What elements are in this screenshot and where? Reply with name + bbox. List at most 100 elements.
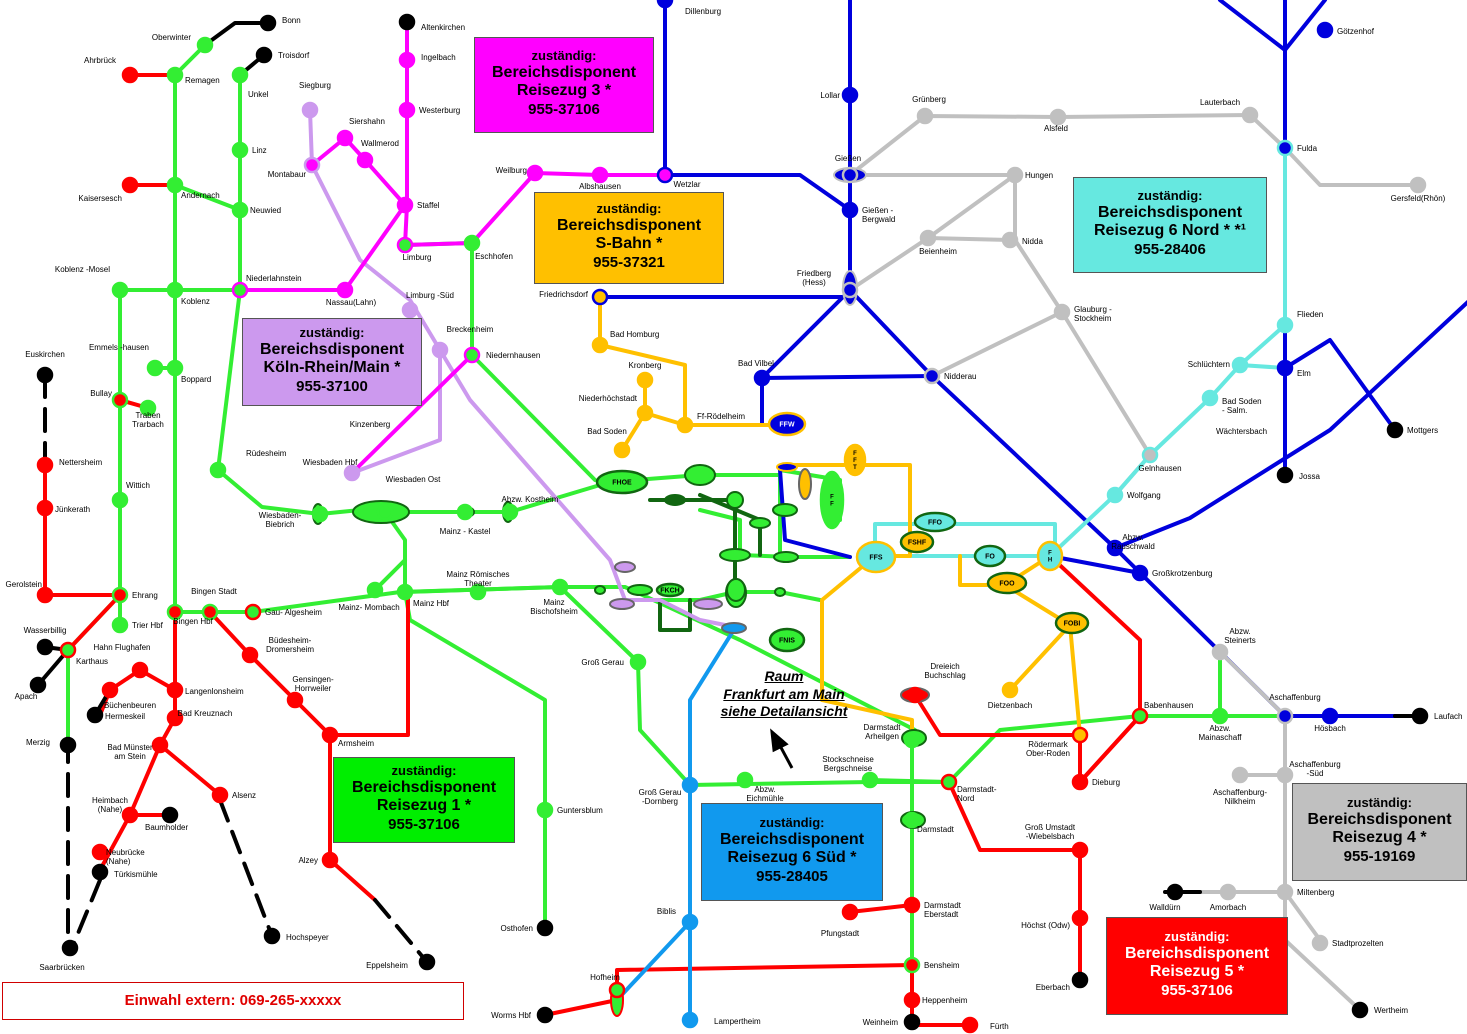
- station-dot-limburg_sued[interactable]: [401, 301, 419, 319]
- station-dot-ingelbach[interactable]: [398, 51, 416, 69]
- station-dot-nettersheim[interactable]: [36, 456, 54, 474]
- station-dot-wittich[interactable]: [111, 491, 129, 509]
- hub-node-3[interactable]: [719, 548, 751, 562]
- station-dot-euskirchen[interactable]: [36, 366, 54, 384]
- hub-node-8[interactable]: [693, 598, 723, 610]
- hub-node-ffw[interactable]: [767, 411, 807, 437]
- station-dot-gau_algesheim[interactable]: [244, 603, 262, 621]
- station-dot-darmstadt[interactable]: [903, 811, 921, 829]
- hub-node-fft[interactable]: [843, 443, 867, 477]
- station-dot-bad_soden[interactable]: [613, 441, 631, 459]
- station-dot-tuerkismuehle[interactable]: [91, 863, 109, 881]
- station-dot-hochspeyer[interactable]: [263, 927, 281, 945]
- hub-node-fshf[interactable]: [899, 530, 935, 554]
- station-dot-hahn[interactable]: [131, 661, 149, 679]
- station-dot-wiesbaden_ost[interactable]: [376, 503, 394, 521]
- station-dot-gross_gerau[interactable]: [629, 653, 647, 671]
- station-dot-ehrang[interactable]: [111, 586, 129, 604]
- hub-node-fh[interactable]: [1036, 540, 1064, 572]
- station-dot-westerburg[interactable]: [398, 101, 416, 119]
- station-dot-hofheim[interactable]: [608, 981, 626, 999]
- station-dot-wiesbaden_biebrich[interactable]: [311, 505, 329, 523]
- station-dot-mainz_hbf[interactable]: [396, 583, 414, 601]
- hub-node-ff[interactable]: [819, 470, 845, 530]
- hub-node-fo[interactable]: [973, 544, 1007, 568]
- hub-node-27[interactable]: [726, 578, 746, 602]
- station-dot-stadtprozelten[interactable]: [1311, 934, 1329, 952]
- station-dot-da_eberstadt[interactable]: [903, 896, 921, 914]
- station-dot-grosskrotzenburg[interactable]: [1131, 564, 1149, 582]
- station-dot-gelnhausen[interactable]: [1141, 446, 1159, 464]
- station-dot-bensheim[interactable]: [903, 956, 921, 974]
- frankfurt-detail-note[interactable]: Raum Frankfurt am Main siehe Detailansic…: [700, 668, 868, 721]
- hub-node-fobi[interactable]: [1054, 611, 1090, 635]
- station-dot-boppard[interactable]: [166, 359, 184, 377]
- station-dot-kaisersesch[interactable]: [121, 176, 139, 194]
- hub-node-fhoe[interactable]: [595, 469, 649, 495]
- station-dot-pfungstadt[interactable]: [841, 903, 859, 921]
- hub-node-10[interactable]: [749, 517, 771, 529]
- station-dot-laufach[interactable]: [1411, 707, 1429, 725]
- hub-node-26[interactable]: [774, 587, 786, 597]
- station-dot-roedermark[interactable]: [1071, 726, 1089, 744]
- hub-node-0[interactable]: [684, 464, 716, 486]
- station-dot-juenkerath[interactable]: [36, 499, 54, 517]
- station-dot-hungen[interactable]: [1006, 166, 1024, 184]
- station-dot-mainaschaff[interactable]: [1211, 707, 1229, 725]
- station-dot-buedesheim[interactable]: [241, 646, 259, 664]
- station-dot-waechtersbach[interactable]: [1201, 389, 1219, 407]
- station-dot-ahrbrueck[interactable]: [121, 66, 139, 84]
- station-dot-wallduern[interactable]: [1166, 883, 1184, 901]
- station-dot-gensingen[interactable]: [286, 691, 304, 709]
- station-dot-glauburg[interactable]: [1053, 303, 1071, 321]
- hub-node-2[interactable]: [664, 494, 686, 506]
- station-dot-heimbach[interactable]: [121, 806, 139, 824]
- station-dot-montabaur[interactable]: [303, 156, 321, 174]
- station-dot-bischofsheim[interactable]: [551, 578, 569, 596]
- station-dot-ruedesheim[interactable]: [209, 461, 227, 479]
- station-dot-linz[interactable]: [231, 141, 249, 159]
- station-dot-gerolstein[interactable]: [36, 586, 54, 604]
- station-dot-nassau[interactable]: [336, 281, 354, 299]
- station-dot-beienheim[interactable]: [919, 229, 937, 247]
- station-dot-koblenz[interactable]: [166, 281, 184, 299]
- hub-node-ffo[interactable]: [913, 511, 957, 533]
- hub-node-6[interactable]: [609, 598, 635, 610]
- station-dot-mottgers[interactable]: [1386, 421, 1404, 439]
- station-dot-oberwinter[interactable]: [196, 36, 214, 54]
- station-dot-lampertheim[interactable]: [681, 1011, 699, 1029]
- hub-node-13[interactable]: [776, 462, 798, 472]
- station-dot-biblis[interactable]: [681, 913, 699, 931]
- station-dot-karthaus[interactable]: [59, 641, 77, 659]
- station-dot-ff_roedelheim[interactable]: [676, 416, 694, 434]
- station-dot-elm[interactable]: [1276, 359, 1294, 377]
- station-dot-dieburg[interactable]: [1071, 773, 1089, 791]
- station-dot-alsenz[interactable]: [211, 786, 229, 804]
- station-dot-steinerts[interactable]: [1211, 643, 1229, 661]
- station-dot-remagen[interactable]: [166, 66, 184, 84]
- station-dot-goetzenhof[interactable]: [1316, 21, 1334, 39]
- station-dot-gross_umstadt[interactable]: [1071, 841, 1089, 859]
- station-dot-hoesbach[interactable]: [1321, 707, 1339, 725]
- station-dot-flieden[interactable]: [1276, 316, 1294, 334]
- station-dot-giessen[interactable]: [841, 166, 859, 184]
- hub-node-12[interactable]: [798, 468, 812, 500]
- station-dot-friedberg[interactable]: [841, 281, 859, 299]
- station-dot-bingen_hbf[interactable]: [166, 603, 184, 621]
- station-dot-armsheim[interactable]: [321, 726, 339, 744]
- station-dot-wallmerod[interactable]: [356, 151, 374, 169]
- station-dot-koblenz_mosel[interactable]: [111, 281, 129, 299]
- station-dot-bonn[interactable]: [259, 14, 277, 32]
- station-dot-bad_muenster[interactable]: [151, 736, 169, 754]
- station-dot-andernach[interactable]: [166, 176, 184, 194]
- station-dot-bad_vilbel[interactable]: [753, 369, 771, 387]
- station-dot-gersfeld[interactable]: [1409, 176, 1427, 194]
- station-dot-aschaffenburg[interactable]: [1276, 707, 1294, 725]
- station-dot-mainz_mombach[interactable]: [366, 581, 384, 599]
- station-dot-guntersblum[interactable]: [536, 801, 554, 819]
- station-dot-niedernhausen[interactable]: [463, 346, 481, 364]
